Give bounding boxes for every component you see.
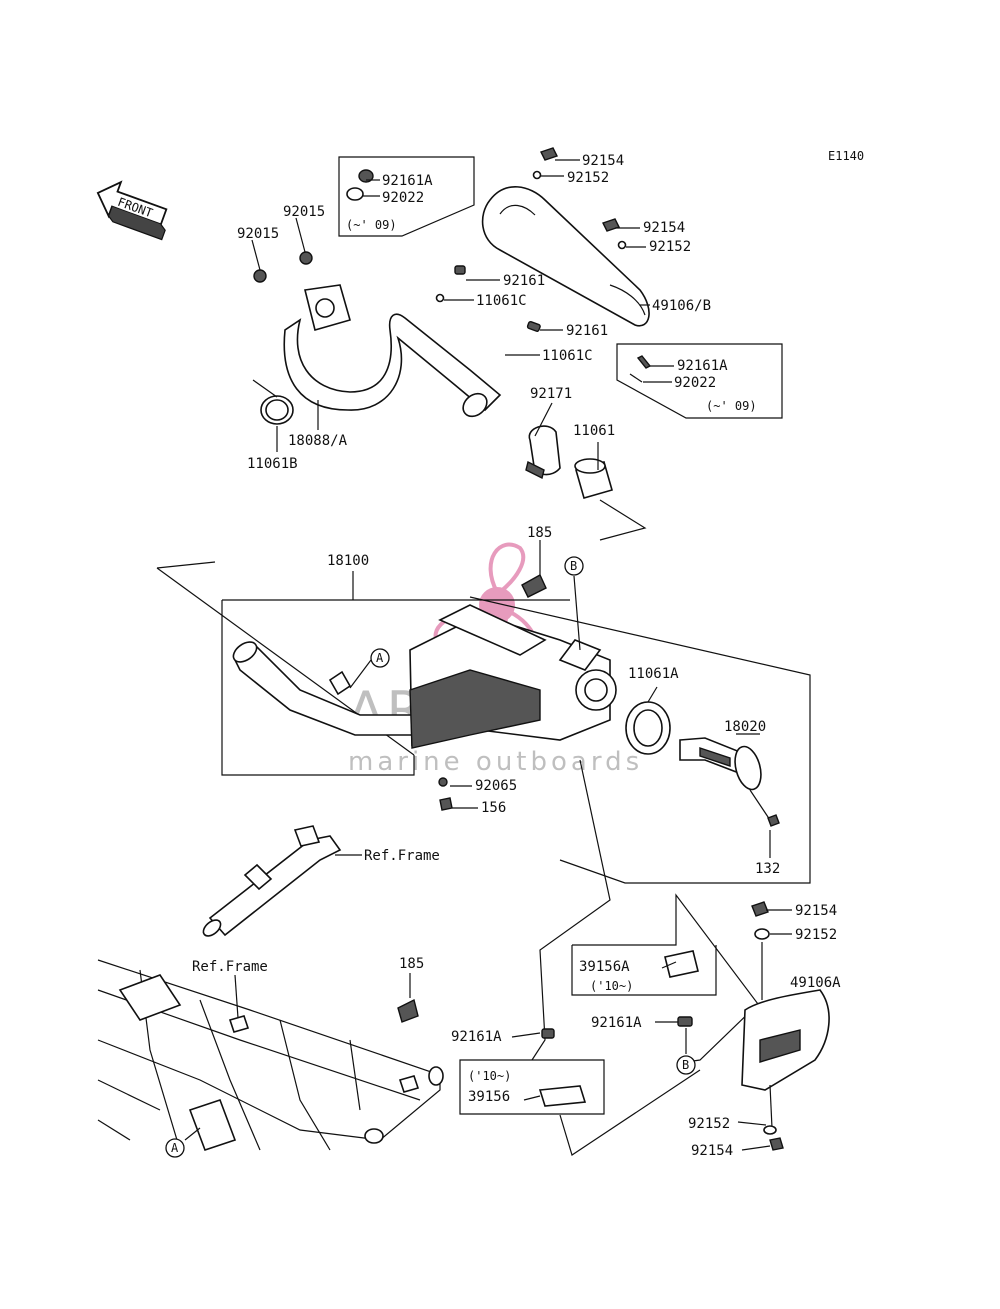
part-label: 18100 (327, 553, 369, 569)
svg-text:A: A (171, 1141, 179, 1155)
part-label: 92161A (382, 173, 433, 189)
part-label: ('10~) (468, 1069, 511, 1083)
part-label: 92171 (530, 386, 572, 402)
part-label: 11061C (542, 348, 593, 364)
part-label: Ref.Frame (192, 959, 268, 975)
part-label: 92022 (674, 375, 716, 391)
part-label: 92154 (795, 903, 837, 919)
part-label: 11061C (476, 293, 527, 309)
part-label: 92154 (643, 220, 685, 236)
part-labels: 92154 92152 92161A 92022 (~' 09) 92015 9… (192, 153, 841, 1159)
part-label: 92152 (567, 170, 609, 186)
part-label: 39156 (468, 1089, 510, 1105)
part-label: 92154 (582, 153, 624, 169)
part-label: 92154 (691, 1143, 733, 1159)
svg-text:B: B (570, 559, 577, 573)
svg-text:A: A (376, 651, 384, 665)
muffler-assembly-drawings (156, 561, 811, 937)
svg-text:B: B (682, 1058, 689, 1072)
part-label: 18020 (724, 719, 766, 735)
front-arrow-icon: FRONT (96, 180, 168, 241)
part-label: 11061A (628, 666, 679, 682)
callout-b-lower: B (676, 1055, 696, 1075)
part-label: 92161A (591, 1015, 642, 1031)
part-label: 185 (527, 525, 552, 541)
watermark-tagline: marine outboards (348, 747, 643, 777)
part-label: 92152 (688, 1116, 730, 1132)
part-label: 92015 (283, 204, 325, 220)
upper-parts-drawings (253, 147, 783, 499)
part-label: 132 (755, 861, 780, 877)
part-label: 92161 (503, 273, 545, 289)
part-label: 92015 (237, 226, 279, 242)
part-label: 49106A (790, 975, 841, 991)
callout-a-upper: A (370, 648, 390, 668)
part-label: 18088/A (288, 433, 348, 449)
part-label: 11061B (247, 456, 298, 472)
part-label: 92152 (795, 927, 837, 943)
part-label: 92161 (566, 323, 608, 339)
part-label: 11061 (573, 423, 615, 439)
part-label: 92152 (649, 239, 691, 255)
part-label: 49106/B (652, 298, 711, 314)
part-label: (~' 09) (706, 399, 757, 413)
lower-parts-drawings (97, 759, 830, 1156)
callout-b-upper: B (564, 556, 584, 576)
part-label: 92065 (475, 778, 517, 794)
leader-lines (184, 159, 792, 1151)
part-label: 39156A (579, 959, 630, 975)
part-label: ('10~) (590, 979, 633, 993)
part-label: 185 (399, 956, 424, 972)
part-label: Ref.Frame (364, 848, 440, 864)
diagram-code: E1140 (828, 149, 864, 163)
part-label: 92022 (382, 190, 424, 206)
part-label: 92161A (677, 358, 728, 374)
callouts: A B A B (165, 556, 696, 1158)
part-label: 92161A (451, 1029, 502, 1045)
callout-a-lower: A (165, 1138, 185, 1158)
part-label: 156 (481, 800, 506, 816)
part-label: (~' 09) (346, 218, 397, 232)
